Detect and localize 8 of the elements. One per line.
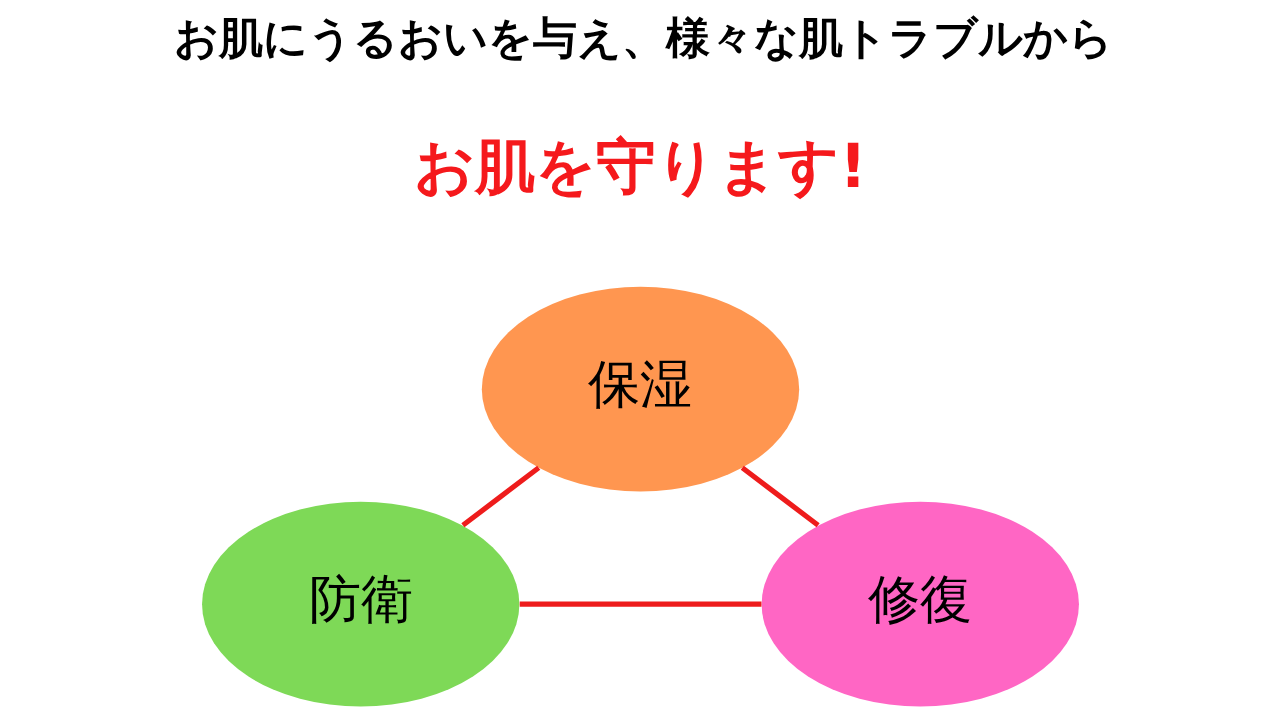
node-ellipse: 防衛 (201, 501, 519, 707)
label: お肌を守ります! (413, 132, 867, 202)
diagram-title: お肌にうるおいを与え、様々な肌トラブルから (173, 11, 1113, 63)
connector (740, 465, 820, 528)
connector (460, 465, 540, 528)
node-ellipse: 修復 (761, 501, 1079, 707)
connector (519, 601, 761, 607)
node-ellipse: 保湿 (481, 286, 799, 492)
